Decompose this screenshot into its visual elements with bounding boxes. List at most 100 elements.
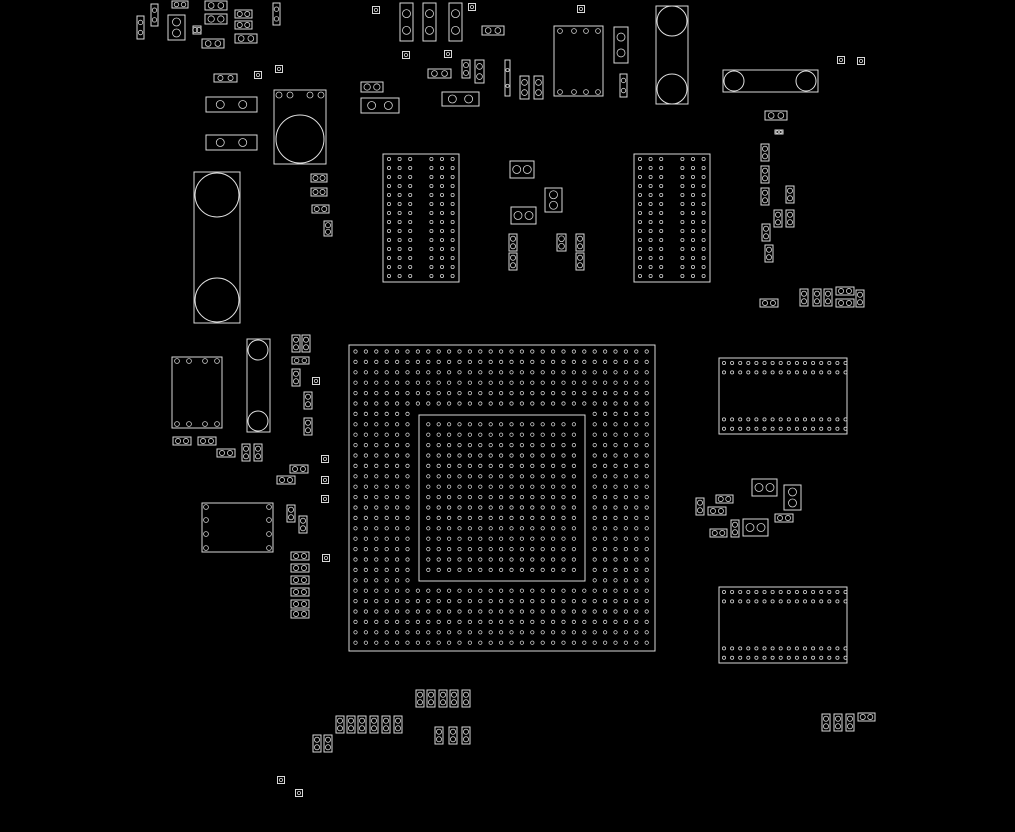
via-box	[312, 377, 320, 385]
bga-ball	[571, 546, 577, 552]
bga-ball	[457, 557, 462, 562]
bga-ball	[623, 463, 629, 468]
bga-ball	[478, 432, 483, 437]
bga-ball	[835, 360, 840, 365]
bga-ball	[582, 640, 587, 645]
bga-ball	[634, 546, 639, 552]
bga-ball	[623, 567, 629, 573]
via-box	[444, 50, 452, 58]
bga-ball	[519, 432, 525, 437]
bga-ball	[457, 536, 462, 541]
bga-ball	[408, 264, 413, 269]
via	[296, 791, 301, 796]
bga-ball	[450, 192, 455, 197]
bga-ball	[644, 442, 649, 448]
bga-ball	[478, 546, 483, 552]
bga-ball	[738, 599, 743, 604]
bga-ball	[478, 505, 483, 510]
bga-ball	[530, 557, 535, 562]
bga-ball	[467, 463, 472, 468]
bga-ball	[613, 609, 618, 614]
bga-ball	[623, 505, 629, 510]
bga-ball	[509, 526, 514, 531]
bga-ball	[730, 370, 735, 375]
bga-ball	[386, 174, 391, 179]
passive-part	[201, 38, 225, 49]
bga-ball	[457, 619, 462, 625]
bga-ball	[467, 619, 472, 625]
bga-ball	[613, 474, 618, 479]
bga-ball	[561, 515, 566, 521]
passive-pad	[451, 9, 460, 19]
bga-ball	[835, 590, 840, 595]
passive-pad	[151, 17, 158, 23]
passive-pad	[227, 450, 233, 456]
bga-ball	[353, 380, 358, 385]
bga-ball	[353, 546, 358, 552]
via-box	[321, 455, 329, 463]
passive-part	[346, 715, 356, 734]
bga-ball	[623, 598, 629, 604]
passive-outline	[323, 734, 333, 753]
passive-pad	[785, 515, 791, 521]
passive-outline	[855, 289, 865, 308]
capacitor-pad	[194, 277, 240, 323]
bga-ball	[701, 156, 706, 161]
passive-pad	[425, 25, 434, 35]
bga-ball	[722, 646, 727, 651]
passive-outline	[216, 448, 236, 458]
passive-outline	[461, 59, 471, 79]
passive-pad	[847, 715, 853, 722]
bga-ball	[446, 598, 452, 604]
passive-pad	[137, 19, 144, 26]
bga-ball	[374, 619, 379, 625]
bga-ball	[680, 210, 685, 215]
passive-pad	[173, 1, 180, 8]
bga-ball	[426, 609, 431, 614]
passive-pad	[719, 530, 726, 536]
passive-outline	[234, 9, 253, 19]
passive-outline	[360, 81, 384, 93]
bga-ball	[446, 515, 452, 521]
bga-ball	[582, 380, 587, 385]
bga-ball	[561, 546, 566, 552]
bga-ball	[638, 228, 643, 233]
passive-part	[369, 715, 379, 734]
bga-ball	[353, 557, 358, 562]
passive-part	[742, 518, 769, 537]
bga-ball	[778, 370, 783, 375]
bga-ball	[426, 453, 431, 458]
bga-ball	[498, 432, 504, 437]
passive-pad	[762, 189, 768, 196]
bga-ball	[634, 442, 639, 448]
bga-ball	[722, 370, 727, 375]
bga-ball	[488, 370, 493, 375]
bga-ball	[530, 359, 535, 364]
bga-ball	[374, 640, 379, 645]
bga-ball	[353, 588, 358, 593]
bga-ball	[738, 426, 743, 431]
via-box	[322, 554, 330, 562]
bga-ball	[644, 546, 649, 552]
bga-ball	[397, 201, 402, 206]
bga-ball	[436, 546, 441, 552]
bga-ball	[561, 370, 566, 375]
soic-lower-left-body	[201, 502, 274, 553]
bga-ball	[730, 599, 735, 604]
passive-part	[474, 59, 485, 84]
passive-pad	[847, 723, 853, 730]
bga-ball	[478, 526, 483, 531]
bga-ball	[623, 619, 629, 625]
passive-pad	[293, 344, 299, 351]
passive-outline	[167, 14, 186, 41]
via	[278, 778, 283, 783]
bga-ball	[561, 640, 566, 645]
bga-ball	[811, 590, 816, 595]
bga-ball	[450, 246, 455, 251]
bga-ball	[778, 360, 783, 365]
bga-ball	[644, 370, 649, 375]
bga-ball	[550, 484, 556, 489]
bga-ball	[363, 609, 368, 614]
passive-part	[204, 0, 228, 11]
bga-ball	[644, 536, 649, 541]
